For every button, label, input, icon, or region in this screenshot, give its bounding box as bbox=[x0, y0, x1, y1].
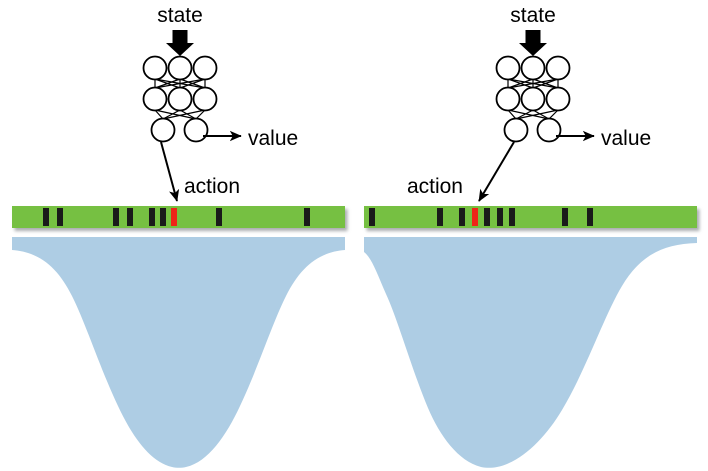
network-node bbox=[520, 86, 546, 112]
action-tick[interactable] bbox=[459, 208, 465, 226]
action-tick[interactable] bbox=[304, 208, 310, 226]
action-arrow-right bbox=[478, 141, 515, 202]
action-tick-selected[interactable] bbox=[171, 208, 177, 226]
action-tick[interactable] bbox=[127, 208, 133, 226]
network-node bbox=[167, 86, 193, 112]
network-nodes-right bbox=[495, 55, 571, 143]
action-arrow-left bbox=[160, 141, 180, 202]
state-arrow-right bbox=[519, 30, 547, 56]
left-panel: state bbox=[12, 4, 345, 468]
network-node bbox=[536, 117, 562, 143]
state-label-left: state bbox=[157, 4, 203, 27]
value-label-right: value bbox=[601, 127, 651, 150]
reward-curve-right bbox=[364, 237, 697, 468]
network-node bbox=[495, 55, 521, 81]
action-label-left: action bbox=[184, 175, 240, 198]
action-tick[interactable] bbox=[149, 208, 155, 226]
value-label-left: value bbox=[248, 127, 298, 150]
network-node bbox=[503, 117, 529, 143]
network-node bbox=[183, 117, 209, 143]
network-edges-left bbox=[154, 78, 206, 120]
network-node bbox=[545, 86, 571, 112]
action-bar-left[interactable] bbox=[12, 206, 345, 228]
action-tick[interactable] bbox=[587, 208, 593, 226]
network-edges-right bbox=[507, 78, 559, 120]
action-tick[interactable] bbox=[216, 208, 222, 226]
network-node bbox=[545, 55, 571, 81]
action-bar-right[interactable] bbox=[364, 206, 697, 228]
action-tick[interactable] bbox=[369, 208, 375, 226]
state-arrow-left bbox=[166, 30, 194, 56]
action-tick[interactable] bbox=[160, 208, 166, 226]
action-tick[interactable] bbox=[497, 208, 503, 226]
state-label-right: state bbox=[510, 4, 556, 27]
action-tick[interactable] bbox=[484, 208, 490, 226]
network-node bbox=[192, 86, 218, 112]
network-node bbox=[150, 117, 176, 143]
action-tick[interactable] bbox=[113, 208, 119, 226]
network-node bbox=[495, 86, 521, 112]
network-node bbox=[192, 55, 218, 81]
network-node bbox=[142, 86, 168, 112]
action-tick[interactable] bbox=[437, 208, 443, 226]
action-tick[interactable] bbox=[43, 208, 49, 226]
action-tick[interactable] bbox=[509, 208, 515, 226]
network-node bbox=[142, 55, 168, 81]
network-node bbox=[167, 55, 193, 81]
action-tick[interactable] bbox=[562, 208, 568, 226]
network-node bbox=[520, 55, 546, 81]
network-nodes-left bbox=[142, 55, 218, 143]
right-panel: state bbox=[364, 4, 697, 468]
reward-curve-left bbox=[12, 237, 345, 468]
action-tick-selected[interactable] bbox=[472, 208, 478, 226]
action-tick[interactable] bbox=[57, 208, 63, 226]
action-label-right: action bbox=[407, 175, 463, 198]
